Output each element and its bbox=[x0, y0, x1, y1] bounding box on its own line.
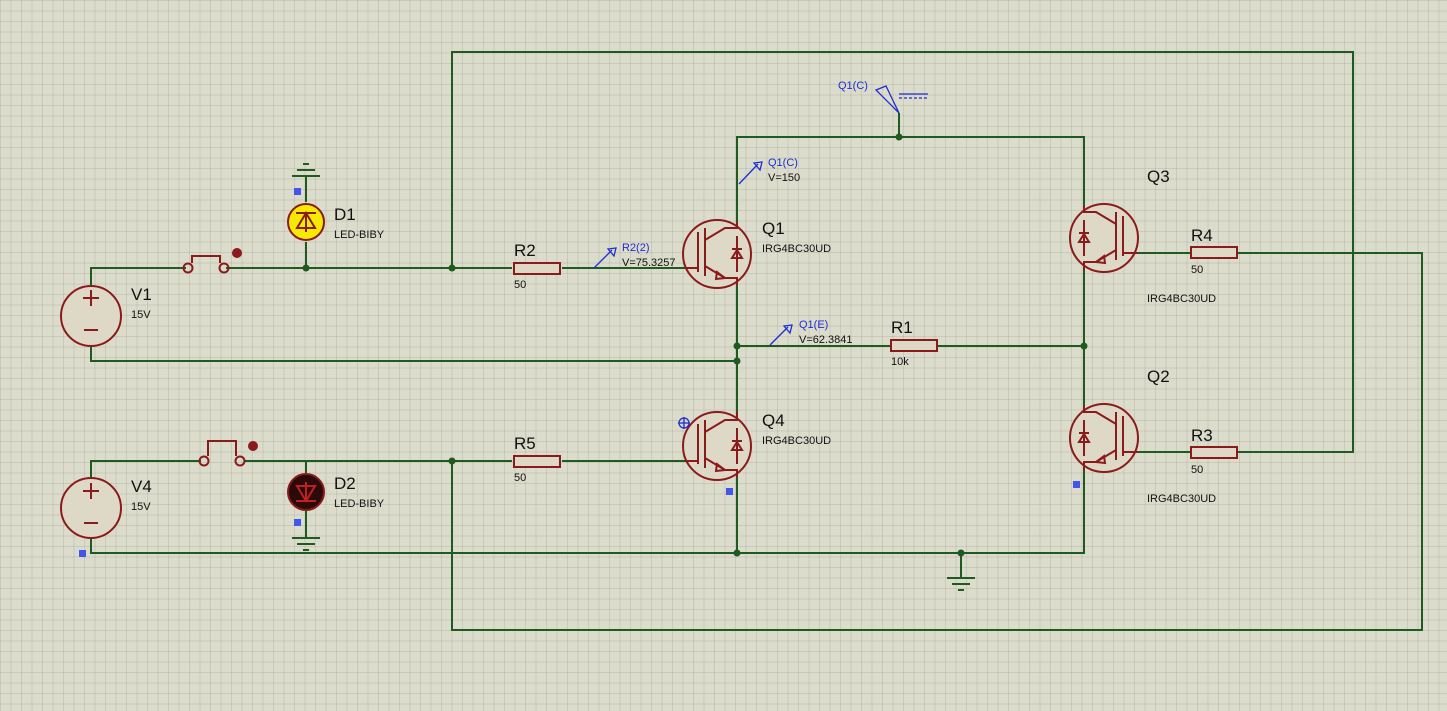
wire-q1-collector[interactable] bbox=[736, 136, 1085, 222]
wire-ground-bus[interactable] bbox=[90, 470, 1085, 554]
v1-source[interactable]: V1 15V bbox=[60, 285, 152, 347]
v4-pin-marker bbox=[79, 550, 86, 557]
r3-resistor[interactable]: R3 50 bbox=[1190, 426, 1238, 476]
r5-ref: R5 bbox=[514, 434, 536, 453]
v1-value: 15V bbox=[131, 309, 151, 321]
q4-igbt[interactable]: Q4 IRG4BC30UD bbox=[678, 411, 831, 481]
d2-ref: D2 bbox=[334, 474, 356, 493]
q2-value: IRG4BC30UD bbox=[1147, 493, 1216, 505]
probe-q1e-value: V=62.3841 bbox=[799, 334, 853, 346]
r2-resistor[interactable]: R2 50 bbox=[513, 241, 561, 291]
pushbutton-1[interactable] bbox=[182, 248, 243, 274]
q3-ref: Q3 bbox=[1147, 167, 1170, 186]
r1-resistor[interactable]: R1 10k bbox=[890, 318, 938, 368]
ground-d1 bbox=[292, 163, 320, 177]
wires bbox=[90, 51, 1423, 631]
ground-main bbox=[947, 577, 975, 591]
junction-r1-right bbox=[1080, 342, 1088, 350]
probe-q1c-value: V=150 bbox=[768, 172, 800, 184]
d2-led[interactable]: D2 LED-BIBY bbox=[287, 473, 385, 511]
junction-d1 bbox=[302, 264, 310, 272]
probe-r2-2-value: V=75.3257 bbox=[622, 257, 676, 269]
probe-r2-2-label: R2(2) bbox=[622, 242, 650, 254]
q1-ref: Q1 bbox=[762, 219, 785, 238]
pushbutton-2[interactable] bbox=[198, 440, 259, 467]
d1-ref: D1 bbox=[334, 205, 356, 224]
junction-ground bbox=[957, 549, 965, 557]
v4-value: 15V bbox=[131, 501, 151, 513]
r4-ref: R4 bbox=[1191, 226, 1213, 245]
d2-value: LED-BIBY bbox=[334, 498, 385, 510]
junction-q4-ground bbox=[733, 549, 741, 557]
r2-ref: R2 bbox=[514, 241, 536, 260]
junctions bbox=[302, 133, 1088, 557]
probe-q1c-label: Q1(C) bbox=[768, 157, 798, 169]
probe-r2-2[interactable]: R2(2) V=75.3257 bbox=[593, 242, 676, 269]
probe-q1c-top[interactable]: Q1(C) bbox=[838, 80, 928, 114]
d1-led[interactable]: D1 LED-BIBY bbox=[287, 203, 385, 241]
q1-value: IRG4BC30UD bbox=[762, 243, 831, 255]
q2-ref: Q2 bbox=[1147, 367, 1170, 386]
pushbutton-1-indicator[interactable] bbox=[232, 248, 242, 258]
r3-ref: R3 bbox=[1191, 426, 1213, 445]
wire-bottom-loop[interactable] bbox=[451, 252, 1423, 631]
q2-igbt[interactable]: Q2 IRG4BC30UD bbox=[1069, 367, 1216, 505]
d2-pin-marker bbox=[294, 519, 301, 526]
wire-v4-top[interactable] bbox=[90, 460, 201, 480]
d1-pin-marker bbox=[294, 188, 301, 195]
q4-ref: Q4 bbox=[762, 411, 785, 430]
probe-q1e[interactable]: Q1(E) V=62.3841 bbox=[769, 319, 853, 346]
junction-r1-left bbox=[733, 342, 741, 350]
probe-q1e-label: Q1(E) bbox=[799, 319, 828, 331]
r1-ref: R1 bbox=[891, 318, 913, 337]
q1-igbt[interactable]: Q1 IRG4BC30UD bbox=[682, 219, 831, 289]
probe-q1c[interactable]: Q1(C) V=150 bbox=[738, 157, 800, 185]
wire-v1-top[interactable] bbox=[90, 267, 186, 287]
wire-top-loop[interactable] bbox=[451, 51, 1354, 453]
r4-value: 50 bbox=[1191, 264, 1203, 276]
junction-bottom-loop bbox=[448, 457, 456, 465]
ground-d2 bbox=[292, 537, 320, 551]
junction-v1-return bbox=[733, 357, 741, 365]
q3-igbt[interactable]: Q3 IRG4BC30UD bbox=[1069, 167, 1216, 305]
junction-q1c-probe bbox=[895, 133, 903, 141]
v4-source[interactable]: V4 15V bbox=[60, 477, 152, 539]
d1-value: LED-BIBY bbox=[334, 229, 385, 241]
r5-resistor[interactable]: R5 50 bbox=[513, 434, 561, 484]
q2-pin-marker bbox=[1073, 481, 1080, 488]
q4-value: IRG4BC30UD bbox=[762, 435, 831, 447]
v4-ref: V4 bbox=[131, 477, 152, 496]
junction-top-loop bbox=[448, 264, 456, 272]
r3-value: 50 bbox=[1191, 464, 1203, 476]
pushbutton-2-indicator[interactable] bbox=[248, 441, 258, 451]
r1-value: 10k bbox=[891, 356, 909, 368]
r2-value: 50 bbox=[514, 279, 526, 291]
r5-value: 50 bbox=[514, 472, 526, 484]
probe-q1c-top-label: Q1(C) bbox=[838, 80, 868, 92]
q3-value: IRG4BC30UD bbox=[1147, 293, 1216, 305]
q4-pin-marker bbox=[726, 488, 733, 495]
r4-resistor[interactable]: R4 50 bbox=[1190, 226, 1238, 276]
wire-v1-bottom[interactable] bbox=[90, 345, 737, 362]
v1-ref: V1 bbox=[131, 285, 152, 304]
